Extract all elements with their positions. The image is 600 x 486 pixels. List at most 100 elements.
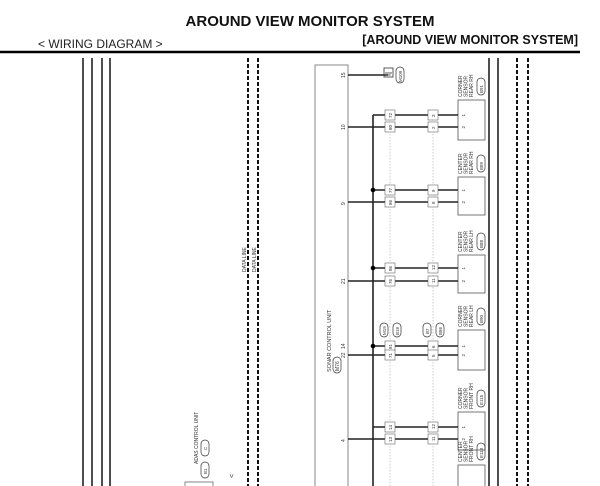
sensor-pin: 1 — [461, 267, 466, 270]
sensor-box — [457, 411, 486, 451]
sonar-pin-number: 15 — [341, 72, 347, 78]
junction-pin: 12 — [431, 264, 436, 270]
data-line-label: DATA LINE — [242, 247, 248, 272]
sonar-connector-id: M76 — [335, 361, 341, 371]
junction-connector — [427, 121, 439, 133]
sensor-label: SENSOR — [464, 387, 470, 409]
junction-pin: 81 — [388, 343, 393, 349]
sensor-label: CORNER — [458, 387, 464, 409]
junction-pin: 77 — [388, 187, 393, 193]
sensor-connector-id: E115 — [479, 394, 484, 405]
junction-pin: 2 — [431, 126, 436, 129]
sonar-pin-number: 14 — [341, 343, 347, 349]
adas-connector-id: B1 — [203, 468, 208, 474]
sensor-label: REAR RH — [469, 151, 475, 174]
junction-pin: 86 — [388, 265, 393, 271]
adas-control-unit-label: ADAS CONTROL UNIT — [194, 412, 200, 464]
junction-pin: 5 — [431, 354, 436, 357]
sensor-pin: 1 — [461, 114, 466, 117]
junction-connector — [427, 262, 439, 274]
sensor-connector-id: B89 — [479, 161, 484, 170]
adas-control-unit-box — [184, 481, 214, 486]
junction-connector — [384, 196, 396, 208]
sensor-pin: 2 — [461, 126, 466, 129]
junction-connector — [384, 109, 396, 121]
sonar-pin-number: 21 — [341, 278, 347, 284]
junction-pin: 8 — [431, 201, 436, 204]
svg-text:B86: B86 — [438, 326, 443, 335]
sensor-label: REAR LH — [469, 230, 475, 252]
sensor-label: REAR LH — [469, 305, 475, 327]
ground-connector-tag — [395, 66, 405, 84]
junction-connector — [427, 421, 439, 433]
junction-connector — [427, 275, 439, 287]
splice-dot — [370, 343, 376, 349]
sonar-pin-number: 4 — [341, 439, 347, 442]
page-title: AROUND VIEW MONITOR SYSTEM — [185, 13, 435, 30]
splice-dot — [370, 187, 376, 193]
section-label: < WIRING DIAGRAM > — [38, 37, 163, 51]
sensor-connector-id: B91 — [479, 84, 484, 93]
sensor-label: CENTER — [458, 231, 464, 252]
sensor-connector-id: B88 — [479, 239, 484, 248]
sensor-label: SENSOR — [464, 75, 470, 97]
sensor-box — [457, 464, 486, 486]
sensor-box — [457, 329, 486, 371]
sonar-pin-number: 22 — [341, 352, 347, 358]
sensor-label: FRONT RH — [469, 383, 475, 409]
sensor-label: SENSOR — [464, 152, 470, 174]
sensor-box — [457, 176, 486, 216]
data-line-label: DATA LINE — [252, 247, 258, 272]
sonar-pin-number: 10 — [341, 124, 347, 130]
sensor-box — [457, 254, 486, 294]
sensor-label: SENSOR — [464, 440, 470, 462]
system-label: [AROUND VIEW MONITOR SYSTEM] — [362, 33, 578, 47]
sensor-pin: 2 — [461, 438, 466, 441]
junction-pin: 13 — [388, 436, 393, 442]
ground-icon — [383, 67, 394, 78]
sensor-label: REAR RH — [469, 74, 475, 97]
junction-pin: 12 — [431, 423, 436, 429]
sensor-pin: 2 — [461, 280, 466, 283]
sensor-pin: 1 — [461, 345, 466, 348]
junction-connector — [427, 433, 439, 445]
junction-connector — [427, 109, 439, 121]
sensor-pin: 2 — [461, 354, 466, 357]
junction-connector — [384, 262, 396, 274]
junction-connector — [427, 349, 439, 361]
sensor-label: CORNER — [458, 305, 464, 327]
junction-connector — [427, 184, 439, 196]
data-line-bus — [247, 58, 259, 486]
junction-pin: 71 — [388, 352, 393, 358]
junction-connector — [384, 184, 396, 196]
junction-pin: 86 — [388, 199, 393, 205]
svg-text:B7: B7 — [425, 328, 430, 334]
junction-connector — [384, 275, 396, 287]
sensor-label: CENTER — [458, 441, 464, 462]
junction-connector — [427, 196, 439, 208]
sonar-control-unit-box — [314, 64, 349, 486]
adas-connector-id: C — [203, 446, 208, 450]
junction-pin: 11 — [431, 436, 436, 441]
left-wire-bundle — [82, 58, 111, 486]
junction-connector — [384, 433, 396, 445]
sensor-label: SENSOR — [464, 230, 470, 252]
junction-pin: 80 — [388, 124, 393, 130]
splice-dot — [370, 265, 376, 271]
sensor-label: CORNER — [458, 75, 464, 97]
junction-pin: 3 — [431, 114, 436, 117]
right-wire-bundle — [488, 58, 529, 486]
junction-pin: 6 — [431, 345, 436, 348]
svg-text:B18: B18 — [395, 326, 400, 335]
sensor-pin: 1 — [461, 426, 466, 429]
junction-connector — [384, 121, 396, 133]
sonar-pin-number: 9 — [341, 202, 347, 205]
sensor-box — [457, 99, 486, 141]
